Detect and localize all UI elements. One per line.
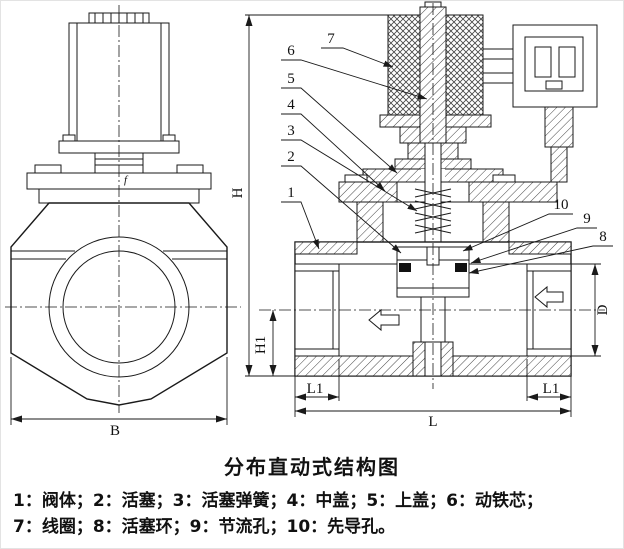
dim-label-L1-right: L1 xyxy=(543,381,560,397)
right-view: H H1 D L L1 L1 7 xyxy=(230,1,613,430)
connector-box xyxy=(482,24,598,183)
svg-text:6: 6 xyxy=(287,43,295,59)
callout-1: 1 xyxy=(281,185,320,250)
valve-body-left xyxy=(10,164,228,406)
dim-label-H: H xyxy=(230,187,246,198)
svg-text:8: 8 xyxy=(599,229,607,245)
dimension-B: B xyxy=(10,357,228,439)
piston-ring-right xyxy=(455,263,467,272)
callout-4: 4 xyxy=(281,97,386,192)
svg-text:3: 3 xyxy=(287,123,295,139)
callout-8: 8 xyxy=(468,229,613,275)
callout-10: 10 xyxy=(462,197,573,252)
structure-diagram: f B xyxy=(5,1,613,439)
svg-text:1: 1 xyxy=(287,185,295,201)
flow-arrow-right-port xyxy=(534,285,564,309)
surface-finish-mark: f xyxy=(124,174,129,186)
figure-title: 分布直动式结构图 xyxy=(224,455,400,479)
callout-5: 5 xyxy=(281,71,398,174)
callout-9: 9 xyxy=(470,211,597,264)
piston-ring-left xyxy=(399,263,411,272)
parts-legend: 1：阀体；2：活塞；3：活塞弹簧；4：中盖；5：上盖；6：动铁芯； 7：线圈；8… xyxy=(13,488,623,541)
callout-2: 2 xyxy=(281,149,402,254)
centerlines-right xyxy=(259,3,605,389)
dim-label-H1: H1 xyxy=(253,336,269,354)
callout-3: 3 xyxy=(281,123,418,212)
centerlines-left xyxy=(5,5,241,413)
flow-arrow-center xyxy=(368,308,400,332)
dimension-D: D xyxy=(571,263,611,357)
callout-6: 6 xyxy=(281,43,428,100)
svg-text:4: 4 xyxy=(287,97,295,113)
svg-text:9: 9 xyxy=(583,211,591,227)
dim-label-L1-left: L1 xyxy=(307,381,324,397)
svg-text:5: 5 xyxy=(287,71,295,87)
left-view: f B xyxy=(5,5,241,439)
svg-text:7: 7 xyxy=(327,31,335,47)
dim-label-D: D xyxy=(595,304,611,315)
dimension-L1-right: L1 xyxy=(526,359,571,401)
svg-text:10: 10 xyxy=(554,197,569,213)
dimension-L1-left: L1 xyxy=(295,359,340,401)
dimension-H: H xyxy=(230,14,388,377)
dim-label-L: L xyxy=(428,414,437,430)
legend-line-1: 1：阀体；2：活塞；3：活塞弹簧；4：中盖；5：上盖；6：动铁芯； xyxy=(13,491,543,511)
legend-line-2: 7：线圈；8：活塞环；9：节流孔；10：先导孔。 xyxy=(13,517,396,538)
callout-7: 7 xyxy=(321,31,394,68)
dim-label-B: B xyxy=(110,423,120,439)
dimension-H1: H1 xyxy=(253,310,277,376)
svg-text:2: 2 xyxy=(287,149,295,165)
